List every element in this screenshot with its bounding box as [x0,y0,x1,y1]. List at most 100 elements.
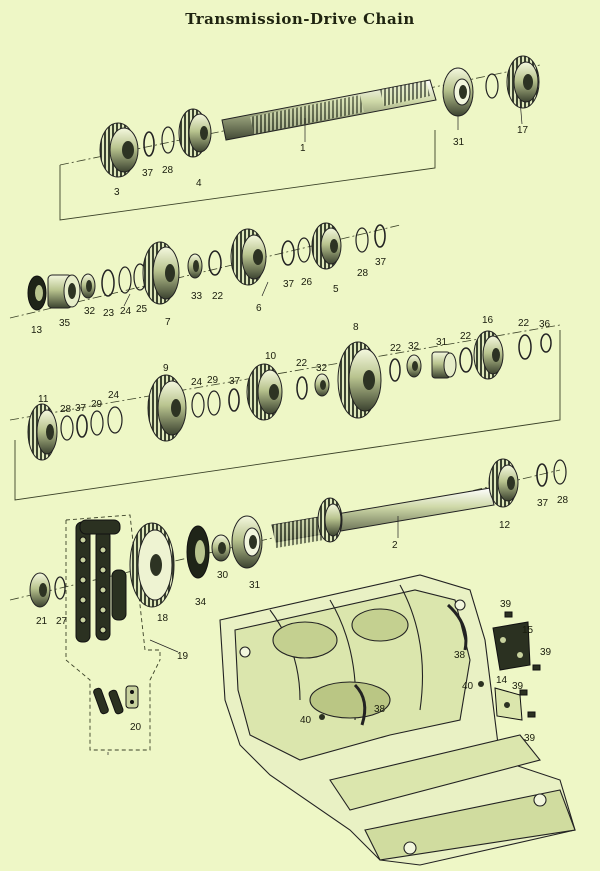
screw-39-b [532,664,541,671]
countershaft-row [29,458,567,751]
gear-7 [142,241,180,305]
leader-lines [107,99,523,755]
washer-37-top [143,131,155,157]
crankcase [219,574,576,866]
circlip-28-countershaft [553,459,567,485]
callout-7: 7 [165,317,171,328]
circlip-37-row2 [374,224,386,248]
washer-29-row3-left [90,410,104,436]
mainshaft-row [99,55,540,178]
seal-34 [186,525,210,579]
callout-37-row2: 37 [283,279,295,290]
callout-39-c: 39 [512,681,524,692]
callout-21: 21 [36,616,48,627]
bearing-31-row3 [431,351,457,379]
gear-3 [99,122,139,178]
bearing-31-top [442,67,474,117]
callout-28-row3: 28 [60,404,72,415]
connector-box-middle [14,330,561,501]
circlip-28-top [161,126,175,154]
bushing-32-row3-a [314,373,330,397]
gear-9 [147,374,187,442]
callout-22-row3-d: 22 [518,318,530,329]
countershaft-gears-row [27,330,552,461]
gear-10 [246,363,283,421]
callout-27: 27 [56,616,68,627]
callout-39-a: 39 [500,599,512,610]
gear-4 [178,108,212,158]
gear-6 [230,228,267,286]
drive-chain-19 [75,519,127,643]
centerline-countershaft-gears [9,324,561,421]
callout-10: 10 [265,351,277,362]
callout-32-row3-b: 32 [408,341,420,352]
gear-11 [27,403,58,461]
callout-24-row2: 24 [120,306,132,317]
callout-34: 34 [195,597,207,608]
callouts: 1 2 3 4 5 6 7 8 9 10 11 12 13 14 15 16 1… [31,125,569,744]
diagram-title: Transmission-Drive Chain [185,10,415,28]
collar-30 [211,534,231,562]
callout-20: 20 [130,722,142,733]
plate-15 [492,621,531,671]
gear-5 [311,222,342,270]
callout-22-row3-b: 22 [390,343,402,354]
callout-8: 8 [353,322,359,333]
countershaft-2 [271,487,495,548]
chain-link-group-outline [65,520,161,751]
chain-joint-20 [93,685,139,715]
callout-9: 9 [163,363,169,374]
washer-28-row2 [355,227,369,253]
callout-18: 18 [157,613,169,624]
callout-32-row2: 32 [84,306,96,317]
guide-38-upper [446,603,468,651]
callout-15: 15 [522,625,534,636]
callout-40-right: 40 [462,681,474,692]
centerline-mainshaft-gears [9,224,401,319]
callout-38-upper: 38 [454,650,466,661]
callout-28-row2: 28 [357,268,369,279]
callout-1: 1 [300,143,306,154]
washer-29-row3-mid [207,390,221,416]
callout-31-countershaft: 31 [249,580,261,591]
callout-16: 16 [482,315,494,326]
callout-5: 5 [333,284,339,295]
callout-24-row3-mid: 24 [191,377,203,388]
washer-24-row3-mid [191,392,205,418]
washer-27 [54,576,66,600]
bushing-32-row3-b [406,354,422,378]
screw-39-d [527,711,536,718]
callout-39-b: 39 [540,647,552,658]
washer-22-row2 [208,250,222,276]
callout-28-countershaft: 28 [557,495,569,506]
nut-21 [29,572,51,608]
washer-26 [297,237,311,263]
pin-40-left [319,714,325,720]
gear-16 [473,330,504,380]
washer-37-row2 [281,240,295,266]
washer-37-row3-mid [228,388,240,412]
chain-group-outline [65,514,161,660]
washer-22-row3-b [389,358,401,382]
callout-23: 23 [103,308,115,319]
washer-22-row3-c [459,347,473,373]
washer-37-countershaft [536,463,548,487]
callout-3: 3 [114,187,120,198]
callout-22-row3-c: 22 [460,331,472,342]
callout-37-row2-right: 37 [375,257,387,268]
callout-13: 13 [31,325,43,336]
screw-39-a [504,611,513,618]
connector-lines [14,130,561,501]
bushing-32-left [80,273,96,299]
callout-39-d: 39 [524,733,536,744]
callout-29-row3-left: 29 [91,399,103,410]
mainshaft-1 [221,79,437,141]
callout-33: 33 [191,291,203,302]
washer-23 [101,269,115,297]
callout-4: 4 [196,178,202,189]
callout-37-top: 37 [142,168,154,179]
connector-box-top [59,130,436,221]
callout-36: 36 [539,319,551,330]
screws-39 [504,611,541,718]
